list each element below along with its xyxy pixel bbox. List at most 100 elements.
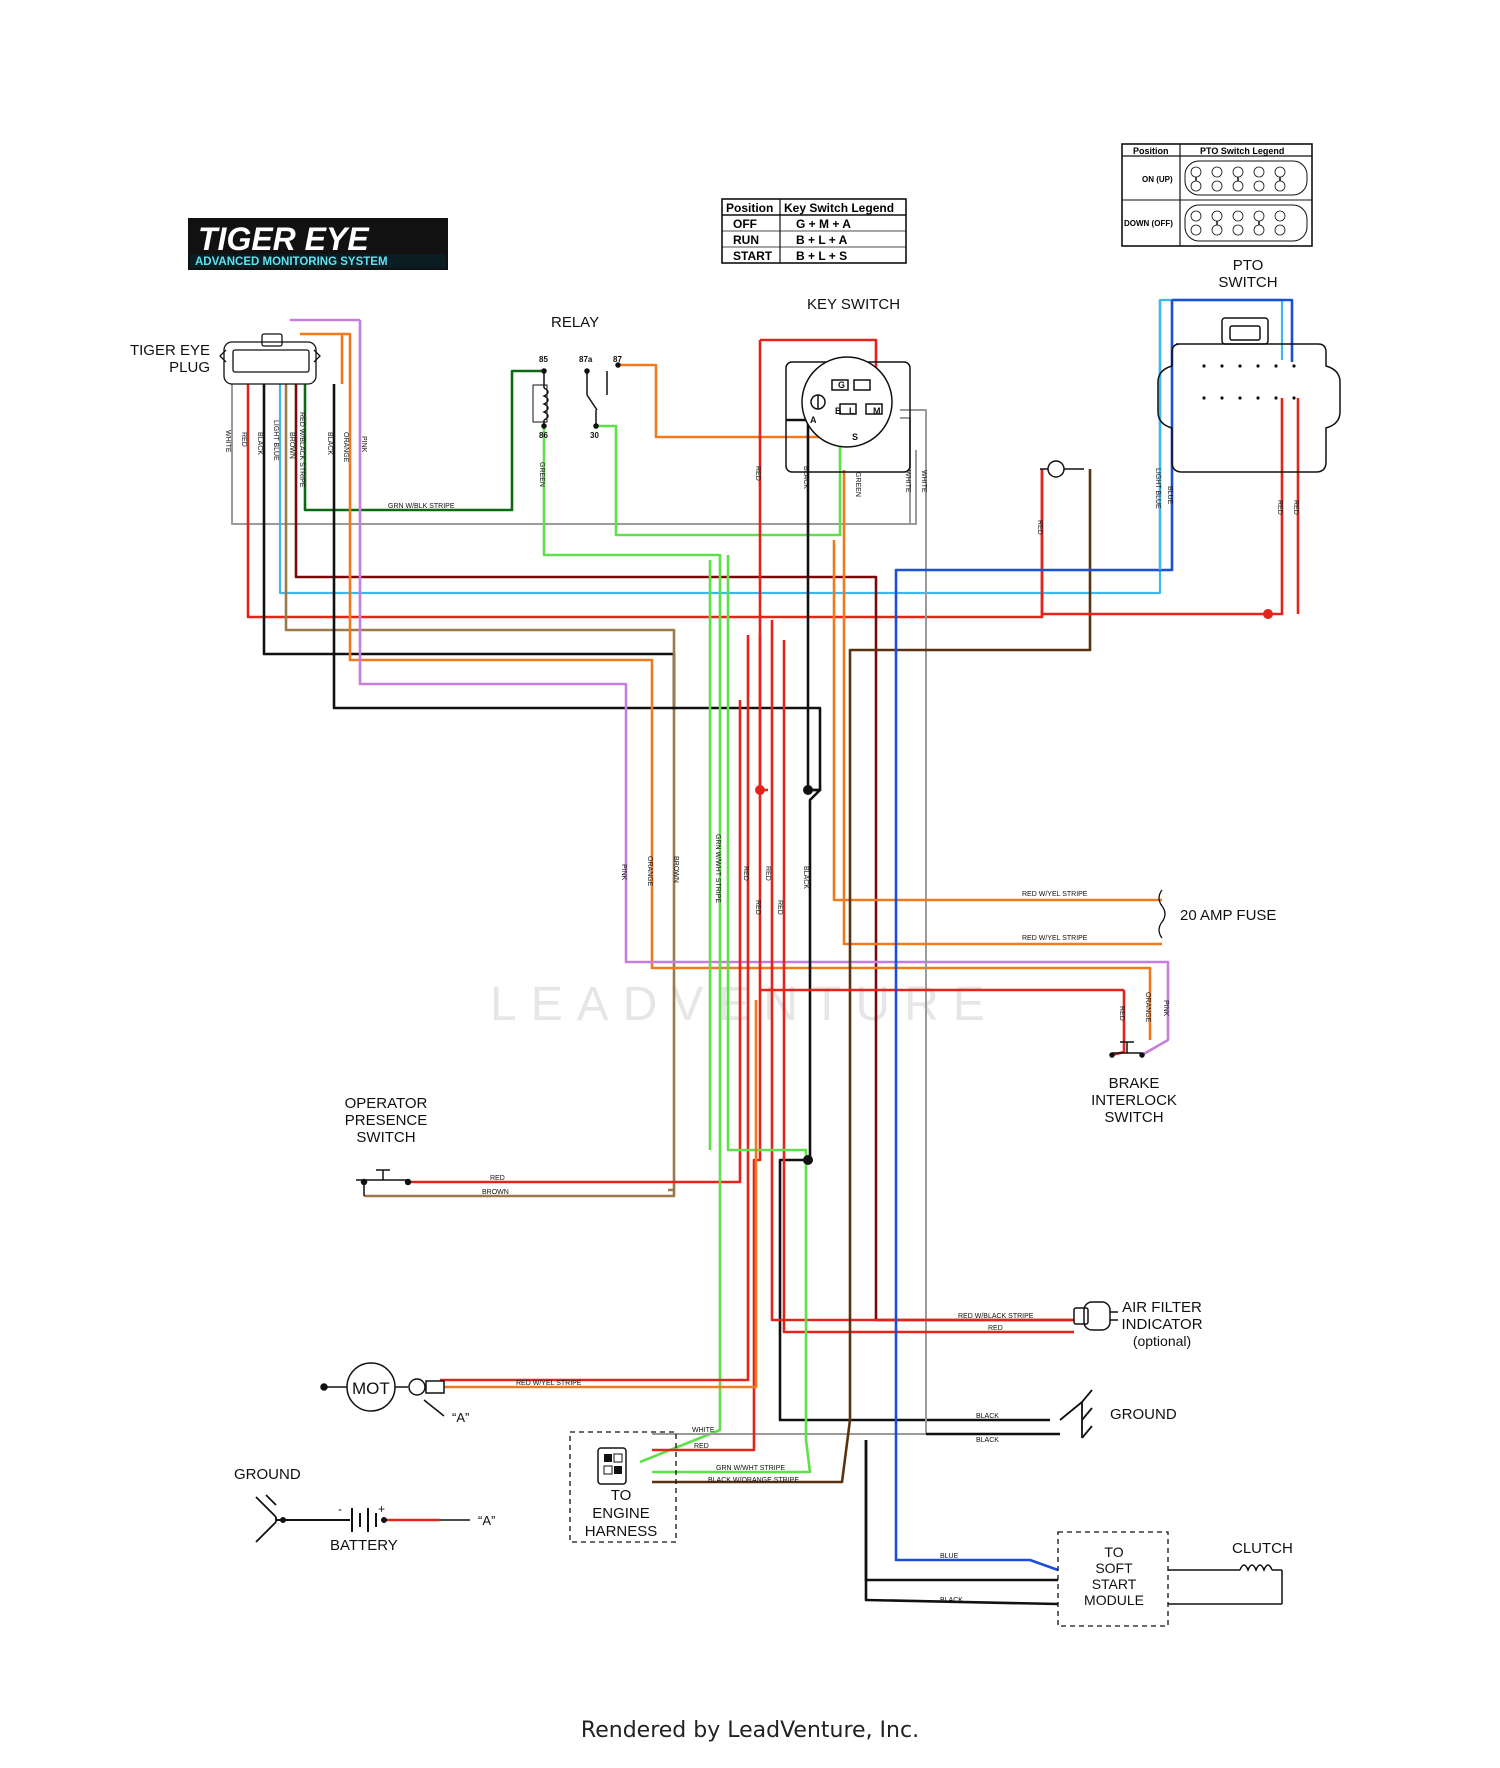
- wlabel-red-af: RED: [988, 1325, 1003, 1332]
- key-pin-s: S: [852, 432, 858, 442]
- wlabel-green-key: GREEN: [854, 472, 861, 497]
- engine-harness: [569, 1431, 677, 1543]
- wlabel-redyel-motor: RED W/YEL STRIPE: [516, 1380, 582, 1387]
- wire-white-key: [652, 409, 927, 1435]
- junction-black-lower: [803, 1155, 813, 1165]
- pto-switch-pin: [1202, 364, 1206, 368]
- key-switch-label: KEY SWITCH: [807, 296, 900, 313]
- wlabel-black: BLACK: [256, 432, 263, 455]
- wire-blue-main: [894, 300, 1174, 1572]
- wlabel-orange-down: ORANGE: [646, 856, 653, 887]
- footer-credit: Rendered by LeadVenture, Inc.: [580, 1718, 920, 1743]
- junction-layer: [755, 609, 1273, 1165]
- pto-pin-grid: [1190, 166, 1286, 236]
- pto-indicator-lamp: [1040, 460, 1084, 478]
- wlabel-pink-brake: PINK: [1162, 1000, 1169, 1017]
- operator-presence-switch: [356, 1169, 412, 1196]
- key-legend-pos-1: OFF: [733, 217, 757, 231]
- wire-blue-pto: [1172, 298, 1294, 362]
- pto-legend-down: DOWN (OFF): [1124, 219, 1173, 228]
- wlabel-black-key: BLACK: [802, 466, 809, 489]
- wire-white-plug: [231, 384, 917, 525]
- wlabel-red-op: RED: [490, 1175, 505, 1182]
- wlabel-black-gnd1: BLACK: [976, 1413, 999, 1420]
- wire-red-b2: [652, 635, 762, 1452]
- junction-red-center: [755, 785, 765, 795]
- wlabel-lightblue: LIGHT BLUE: [272, 420, 279, 461]
- relay-label: RELAY: [551, 314, 599, 331]
- wlabel-brown: BROWN: [288, 432, 295, 459]
- battery: [276, 1508, 387, 1532]
- pto-switch-pin: [1256, 364, 1260, 368]
- key-legend-pos-2: RUN: [733, 233, 759, 247]
- wlabel-white-eng: WHITE: [692, 1427, 715, 1434]
- ground-right-label: GROUND: [1110, 1406, 1177, 1423]
- wlabel-black-soft: BLACK: [940, 1597, 963, 1604]
- motor-label: MOT: [352, 1379, 390, 1398]
- wlabel-blue-pto: BLUE: [1166, 486, 1173, 505]
- pto-legend-pin: [1190, 224, 1202, 236]
- pto-legend-header-name: PTO Switch Legend: [1200, 146, 1284, 156]
- wlabel-red: RED: [240, 432, 247, 447]
- wlabel-grnblk: GRN W/BLK STRIPE: [388, 503, 455, 510]
- plug-label-l1: TIGER EYE: [130, 342, 210, 359]
- wlabel-pink-down: PINK: [620, 864, 627, 881]
- pto-legend-header-pos: Position: [1133, 146, 1169, 156]
- logo-subtitle: ADVANCED MONITORING SYSTEM: [195, 256, 388, 268]
- junction-red-pto: [1263, 609, 1273, 619]
- pto-switch-pin: [1220, 396, 1224, 400]
- wlabel-black2: BLACK: [326, 432, 333, 455]
- key-legend-val-2: B + L + A: [796, 233, 848, 247]
- wire-orange-fuse2: [842, 470, 1162, 946]
- pto-legend-pin: [1274, 224, 1286, 236]
- pto-switch-pin: [1292, 364, 1296, 368]
- wlabel-white: WHITE: [224, 430, 231, 453]
- wire-brown-operator: [364, 1190, 676, 1198]
- wire-brown-right: [652, 469, 1092, 1484]
- wlabel-brown-down: BROWN: [672, 856, 679, 883]
- relay: [532, 362, 621, 429]
- wlabel-blkorg-eng: BLACK W/ORANGE STRIPE: [708, 1477, 799, 1484]
- wlabel-grnwht-down: GRN W/WHT STRIPE: [714, 834, 721, 903]
- plug-label-l2: PLUG: [169, 359, 210, 376]
- key-pin-g: G: [838, 380, 845, 390]
- relay-pin-87: 87: [613, 355, 622, 364]
- wlabel-red-d2: RED: [754, 900, 761, 915]
- relay-pin-85: 85: [539, 355, 548, 364]
- key-pin-m: M: [873, 406, 881, 416]
- wire-orange-plug: [340, 332, 1152, 1040]
- pto-switch-legend: Position PTO Switch Legend ON (UP) DOWN …: [1121, 143, 1313, 247]
- ground-left-label: GROUND: [234, 1466, 301, 1483]
- brake-switch: [1109, 1041, 1145, 1058]
- wlabel-red-eng: RED: [694, 1443, 709, 1450]
- tiger-eye-plug: [219, 333, 321, 385]
- pto-switch-pin: [1238, 364, 1242, 368]
- pto-switch-pin: [1274, 396, 1278, 400]
- clutch-coil: [1190, 1564, 1283, 1605]
- wlabel-orange: ORANGE: [342, 432, 349, 463]
- watermark: LEADVENTURE: [490, 978, 999, 1031]
- wlabel-orange-brake: ORANGE: [1144, 992, 1151, 1023]
- wlabel-redblk: RED W/BLACK STRIPE: [298, 412, 305, 488]
- motor-ref-a: “A”: [452, 1410, 469, 1425]
- wire-grnblk-plug: [303, 369, 544, 512]
- key-legend-pos-3: START: [733, 249, 773, 263]
- key-pin-l: L: [849, 406, 855, 416]
- pto-switch-pin: [1238, 396, 1242, 400]
- pto-switch-pin: [1256, 396, 1260, 400]
- pto-legend-pin: [1190, 210, 1202, 222]
- wlabel-red-d1: RED: [742, 866, 749, 881]
- battery-ref-a: “A”: [478, 1513, 495, 1528]
- pto-legend-pin: [1253, 180, 1265, 192]
- ground-right-symbol: [1059, 1389, 1093, 1439]
- wlabel-red-d4: RED: [776, 900, 783, 915]
- junction-black-center: [803, 785, 813, 795]
- wlabel-pink: PINK: [360, 436, 367, 453]
- relay-pin-30: 30: [590, 431, 599, 440]
